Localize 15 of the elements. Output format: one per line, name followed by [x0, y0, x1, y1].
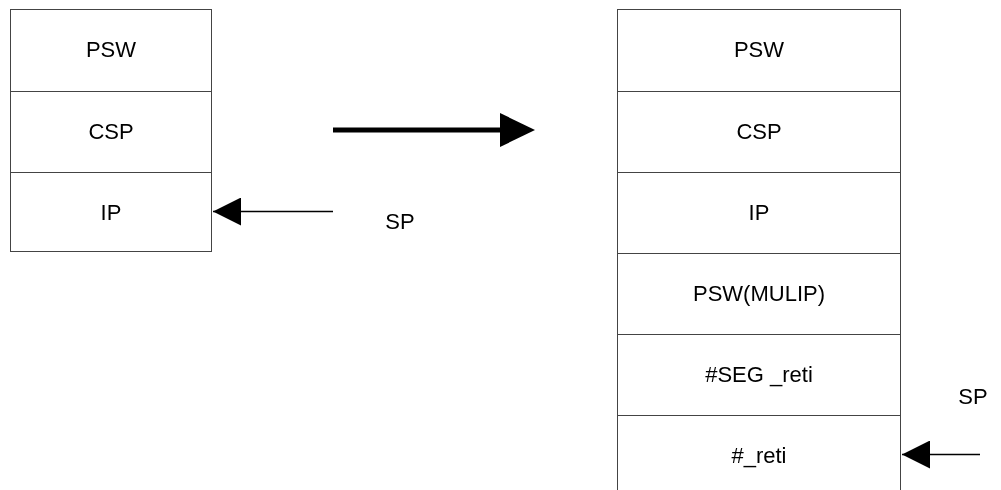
cell-label: PSW	[85, 38, 137, 63]
cell-label: PSW(MULIP)	[693, 281, 825, 307]
arrow	[212, 197, 334, 226]
cell-label: CSP	[88, 119, 134, 145]
cell-label: IP	[100, 200, 122, 226]
cell-label: CSP	[736, 119, 782, 145]
stack-box	[617, 9, 901, 490]
pointer-label: SP	[385, 209, 415, 235]
cell-label: PSW	[733, 38, 785, 63]
arrow	[901, 440, 981, 469]
cell-label: #_reti	[731, 443, 787, 469]
pointer-label: SP	[958, 384, 988, 410]
cell-label: IP	[748, 200, 770, 226]
cell-label: #SEG _reti	[705, 362, 813, 388]
stack-box	[10, 9, 212, 252]
